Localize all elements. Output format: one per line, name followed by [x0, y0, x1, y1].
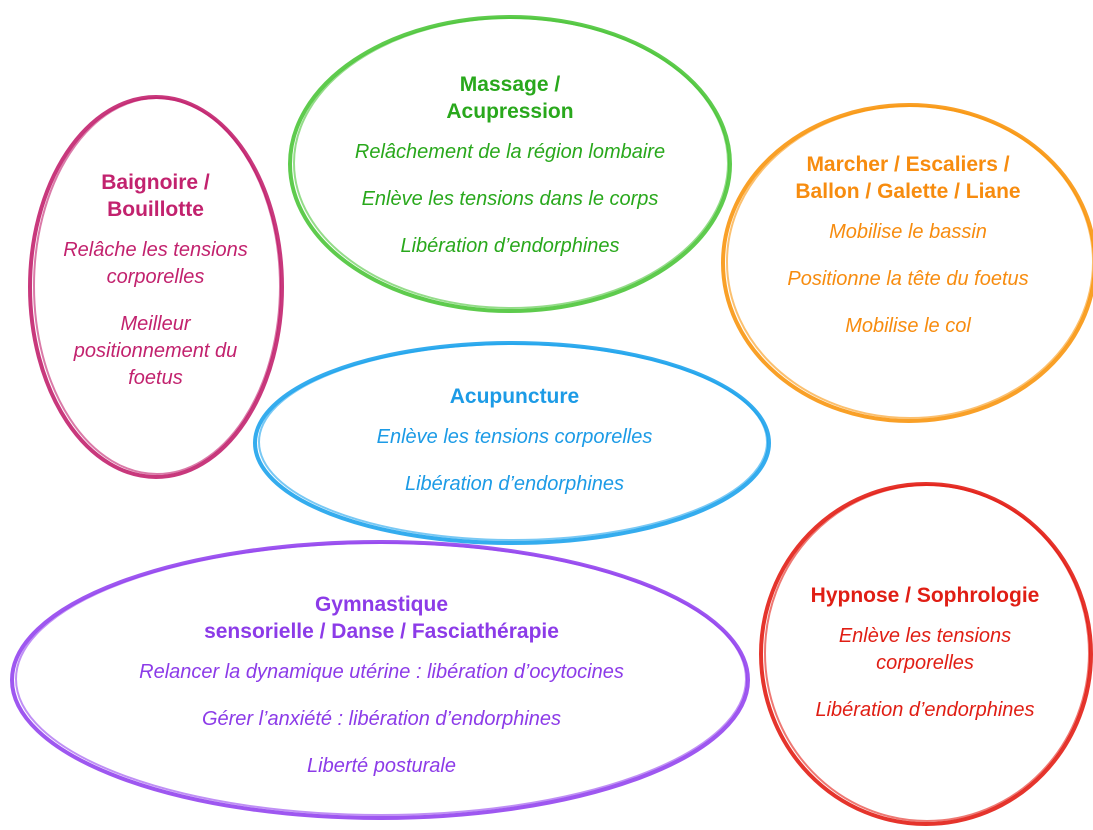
bubble-item: Meilleur positionnement du foetus	[73, 312, 238, 389]
bubble-marcher: Marcher / Escaliers /Ballon / Galette / …	[728, 120, 1088, 370]
bubble-title: Marcher / Escaliers /Ballon / Galette / …	[795, 152, 1021, 203]
bubble-item: Mobilise le bassin	[829, 220, 987, 243]
ellipse-marcher	[721, 103, 1093, 423]
ellipse-gymnastique	[10, 540, 750, 820]
bubble-item: Enlève les tensions corporelles	[376, 425, 653, 448]
bubble-hypnose: Hypnose / Sophrologie Enlève les tension…	[765, 495, 1085, 810]
bubble-massage: Massage /Acupression Relâchement de la r…	[300, 45, 720, 285]
bubble-item: Mobilise le col	[845, 314, 971, 337]
bubble-title: Baignoire /Bouillotte	[101, 170, 210, 221]
bubble-item: Libération d’endorphines	[400, 234, 620, 257]
bubble-title: Massage /Acupression	[446, 72, 574, 123]
bubble-title: Acupuncture	[449, 384, 580, 408]
bubble-item: Libération d’endorphines	[404, 472, 625, 495]
ellipse-hypnose	[759, 482, 1093, 826]
bubble-item: Relâche les tensions corporelles	[63, 238, 248, 288]
bubble-baignoire: Baignoire /Bouillotte Relâche les tensio…	[28, 130, 283, 430]
bubble-title: Hypnose / Sophrologie	[810, 583, 1040, 607]
bubble-item: Enlève les tensions corporelles	[838, 624, 1012, 674]
bubble-item: Relâchement de la région lombaire	[354, 140, 666, 163]
bubble-acupuncture: Acupuncture Enlève les tensions corporel…	[262, 355, 767, 525]
bubble-item: Positionne la tête du foetus	[787, 267, 1029, 290]
ellipse-massage	[288, 15, 732, 313]
bubble-item: Enlève les tensions dans le corps	[361, 187, 659, 210]
ellipse-acupuncture	[253, 341, 771, 545]
bubble-item: Gérer l’anxiété : libération d’endorphin…	[201, 707, 562, 730]
bubble-item: Liberté posturale	[307, 754, 456, 777]
ellipse-baignoire	[28, 95, 284, 479]
bubble-item: Libération d’endorphines	[815, 698, 1035, 721]
bubble-item: Relancer la dynamique utérine : libérati…	[139, 660, 624, 683]
